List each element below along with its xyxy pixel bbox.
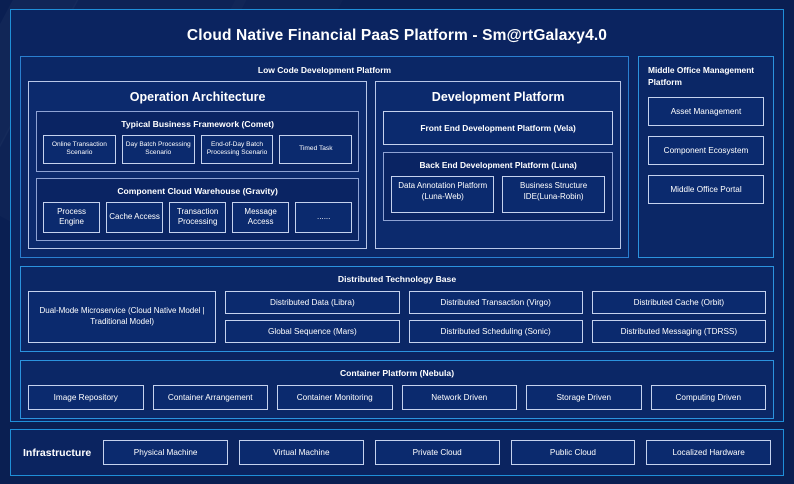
development-platform-panel: Development Platform Front End Developme… bbox=[375, 81, 621, 249]
container-monitoring-box[interactable]: Container Monitoring bbox=[277, 384, 393, 410]
upper-section: Low Code Development Platform Operation … bbox=[20, 56, 774, 258]
component-box[interactable]: Process Engine bbox=[43, 201, 101, 233]
middle-office-management-platform-panel: Middle Office Management Platform Asset … bbox=[638, 56, 774, 258]
scenario-box[interactable]: Timed Task bbox=[279, 135, 353, 164]
container-platform-title: Container Platform (Nebula) bbox=[339, 367, 455, 378]
scenario-box[interactable]: Online Transaction Scenario bbox=[43, 135, 116, 164]
computing-driven-box[interactable]: Computing Driven bbox=[650, 384, 766, 410]
business-structure-ide-box[interactable]: Business Structure IDE(Luna-Robin) bbox=[502, 176, 606, 213]
typical-business-framework-group: Typical Business Framework (Comet) Onlin… bbox=[36, 111, 360, 172]
distributed-data-box[interactable]: Distributed Data (Libra) bbox=[225, 290, 400, 314]
distributed-technology-base-panel: Distributed Technology Base Dual-Mode Mi… bbox=[20, 265, 774, 352]
distributed-messaging-box[interactable]: Distributed Messaging (TDRSS) bbox=[591, 319, 766, 343]
front-end-development-platform-box[interactable]: Front End Development Platform (Vela) bbox=[383, 111, 613, 145]
infrastructure-panel: Infrastructure Physical Machine Virtual … bbox=[10, 429, 784, 476]
container-arrangement-box[interactable]: Container Arrangement bbox=[152, 384, 268, 410]
platform-main-frame: Cloud Native Financial PaaS Platform - S… bbox=[10, 9, 784, 422]
back-end-development-platform-title: Back End Development Platform (Luna) bbox=[419, 160, 577, 170]
component-cloud-warehouse-group: Component Cloud Warehouse (Gravity) Proc… bbox=[36, 177, 360, 241]
operation-architecture-panel: Operation Architecture Typical Business … bbox=[28, 81, 368, 249]
scenario-box[interactable]: End-of-Day Batch Processing Scenario bbox=[200, 135, 274, 164]
distributed-cache-box[interactable]: Distributed Cache (Orbit) bbox=[591, 290, 766, 314]
page-title: Cloud Native Financial PaaS Platform - S… bbox=[186, 27, 608, 44]
asset-management-box[interactable]: Asset Management bbox=[648, 97, 764, 127]
data-annotation-platform-box[interactable]: Data Annotation Platform (Luna-Web) bbox=[391, 176, 495, 213]
virtual-machine-box[interactable]: Virtual Machine bbox=[239, 440, 364, 465]
infrastructure-label: Infrastructure bbox=[23, 446, 92, 459]
image-repository-box[interactable]: Image Repository bbox=[28, 384, 144, 410]
middle-office-title: Middle Office Management Platform bbox=[648, 65, 755, 87]
network-driven-box[interactable]: Network Driven bbox=[401, 384, 517, 410]
public-cloud-box[interactable]: Public Cloud bbox=[510, 440, 636, 465]
low-code-development-platform-panel: Low Code Development Platform Operation … bbox=[20, 56, 629, 258]
low-code-platform-title: Low Code Development Platform bbox=[257, 65, 392, 75]
component-box[interactable]: Transaction Processing bbox=[169, 201, 227, 233]
distributed-scheduling-box[interactable]: Distributed Scheduling (Sonic) bbox=[408, 319, 583, 343]
physical-machine-box[interactable]: Physical Machine bbox=[103, 440, 229, 465]
development-platform-title: Development Platform bbox=[431, 90, 565, 104]
distributed-transaction-box[interactable]: Distributed Transaction (Virgo) bbox=[408, 290, 583, 314]
scenario-box[interactable]: Day Batch Processing Scenario bbox=[121, 135, 195, 164]
localized-hardware-box[interactable]: Localized Hardware bbox=[646, 440, 772, 465]
component-box[interactable]: Cache Access bbox=[106, 201, 164, 233]
back-end-development-platform-group: Back End Development Platform (Luna) Dat… bbox=[383, 152, 613, 221]
component-cloud-warehouse-title: Component Cloud Warehouse (Gravity) bbox=[117, 185, 278, 196]
middle-office-portal-box[interactable]: Middle Office Portal bbox=[648, 175, 764, 205]
component-box[interactable]: Message Access bbox=[232, 201, 290, 233]
private-cloud-box[interactable]: Private Cloud bbox=[374, 440, 500, 465]
component-ecosystem-box[interactable]: Component Ecosystem bbox=[648, 136, 764, 166]
component-box-more[interactable]: ...... bbox=[295, 201, 353, 233]
distributed-technology-base-title: Distributed Technology Base bbox=[337, 273, 457, 284]
dual-mode-microservice-box[interactable]: Dual-Mode Microservice (Cloud Native Mod… bbox=[28, 290, 217, 343]
global-sequence-box[interactable]: Global Sequence (Mars) bbox=[225, 319, 400, 343]
storage-driven-box[interactable]: Storage Driven bbox=[526, 384, 642, 410]
typical-business-framework-title: Typical Business Framework (Comet) bbox=[121, 119, 274, 129]
container-platform-panel: Container Platform (Nebula) Image Reposi… bbox=[20, 359, 774, 419]
operation-architecture-title: Operation Architecture bbox=[129, 90, 266, 104]
